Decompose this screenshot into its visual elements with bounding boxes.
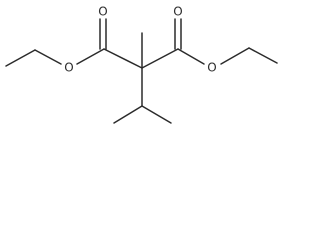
bond-ch2-ch3-right bbox=[248, 47, 278, 64]
atom-label-o-left-carbonyl: O bbox=[98, 5, 107, 19]
right-ethyl-ester-group bbox=[174, 18, 278, 65]
atom-label-o-left-ester: O bbox=[64, 61, 73, 75]
bond-center-to-right-carbonyl bbox=[141, 48, 179, 69]
atom-label-o-right-carbonyl: O bbox=[173, 5, 182, 19]
bond-o-ch2-right bbox=[220, 47, 250, 65]
chemical-structure: O O O O bbox=[5, 5, 278, 124]
isopropyl-group bbox=[113, 105, 172, 124]
bond-ch2-o-left bbox=[34, 49, 62, 65]
left-ethyl-ester-group bbox=[5, 18, 107, 67]
atom-label-o-right-ester: O bbox=[207, 61, 216, 75]
bond-isopropyl-left-methyl bbox=[113, 105, 143, 124]
bond-left-carbonyl-to-center bbox=[103, 48, 143, 69]
bond-isopropyl-right-methyl bbox=[141, 105, 172, 124]
bond-o-carbonyl-carbon-left bbox=[76, 48, 105, 65]
bond-ch3-ch2-left bbox=[5, 49, 36, 67]
bond-carbonyl-carbon-o-right bbox=[177, 48, 205, 65]
quaternary-center bbox=[103, 32, 179, 107]
